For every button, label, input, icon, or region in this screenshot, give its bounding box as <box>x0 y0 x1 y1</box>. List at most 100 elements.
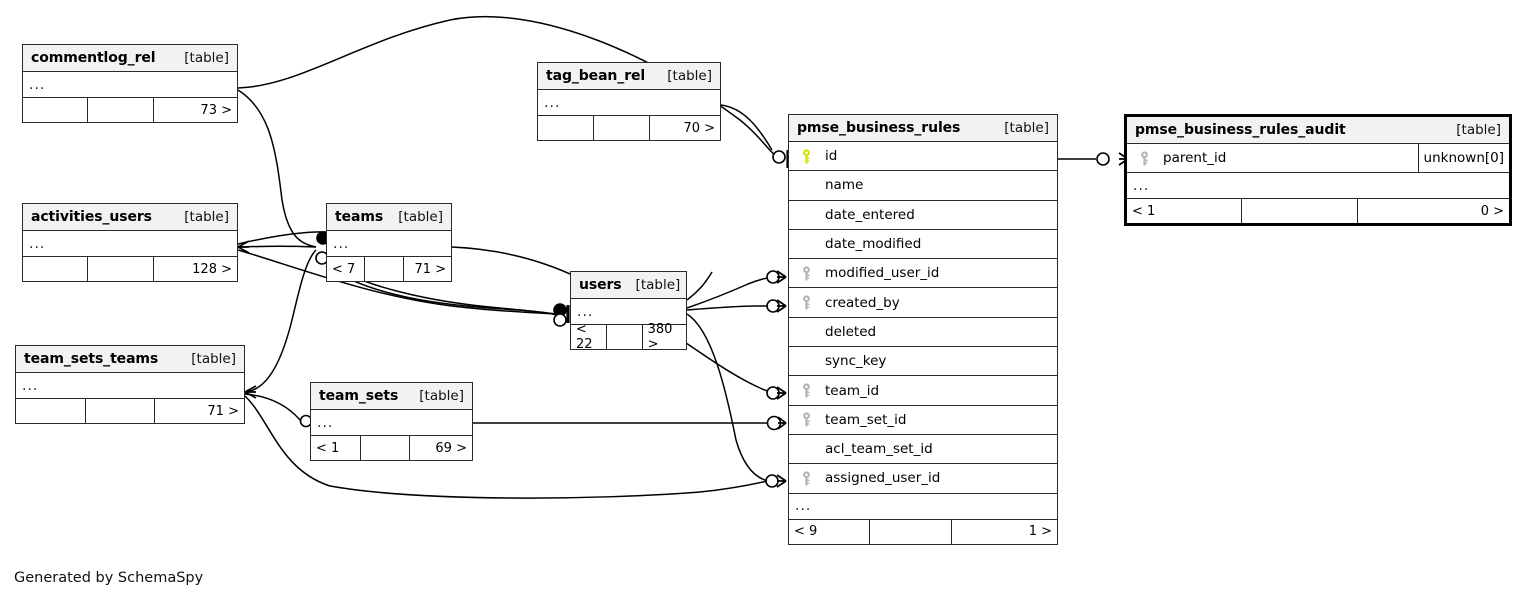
more-columns-ellipsis: ... <box>327 231 451 257</box>
footer-middle <box>365 257 404 281</box>
footer-incoming-count <box>23 98 89 122</box>
column-row-acl_team_set_id[interactable]: acl_team_set_id <box>789 435 1057 465</box>
column-row-deleted[interactable]: deleted <box>789 318 1057 348</box>
table-header-commentlog_rel: commentlog_rel [table] <box>23 45 237 72</box>
table-title: tag_bean_rel <box>546 68 646 84</box>
table-type-tag: [table] <box>184 50 229 66</box>
column-row-name[interactable]: name <box>789 171 1057 201</box>
more-columns-ellipsis: ... <box>23 72 237 98</box>
footer-middle <box>86 399 155 423</box>
column-name: team_set_id <box>825 411 907 428</box>
table-header-tag_bean_rel: tag_bean_rel [table] <box>538 63 720 90</box>
column-name: sync_key <box>825 353 887 370</box>
footer-outgoing-count: 70 > <box>683 120 716 136</box>
footer-middle <box>1242 199 1358 224</box>
footer-outgoing-count: 71 > <box>414 261 447 277</box>
table-tag_bean_rel[interactable]: tag_bean_rel [table]... 70 > <box>537 62 721 141</box>
column-name: id <box>825 148 838 165</box>
footer-incoming-count <box>538 116 594 140</box>
table-type-tag: [table] <box>184 209 229 225</box>
table-footer-commentlog_rel: 73 > <box>23 98 237 122</box>
table-header-activities_users: activities_users [table] <box>23 204 237 231</box>
column-name: name <box>825 177 864 194</box>
footer-middle <box>870 519 952 544</box>
table-title: activities_users <box>31 209 152 225</box>
table-title: commentlog_rel <box>31 50 156 66</box>
column-row-parent_id[interactable]: parent_id unknown[0] <box>1127 144 1509 174</box>
footer-incoming-count <box>23 257 89 281</box>
table-type-tag: [table] <box>635 277 681 293</box>
table-activities_users[interactable]: activities_users [table]... 128 > <box>22 203 238 282</box>
table-type-tag: [table] <box>191 351 236 367</box>
column-row-modified_user_id[interactable]: modified_user_id <box>789 259 1057 289</box>
table-type-tag: [table] <box>1456 122 1501 138</box>
column-row-created_by[interactable]: created_by <box>789 288 1057 318</box>
column-row-team_id[interactable]: team_id <box>789 376 1057 406</box>
table-header-pmse_business_rules: pmse_business_rules [table] <box>789 115 1057 142</box>
column-row-date_entered[interactable]: date_entered <box>789 201 1057 230</box>
footer-middle <box>88 257 154 281</box>
foreign-key-icon <box>789 295 823 310</box>
table-header-team_sets_teams: team_sets_teams [table] <box>16 346 244 373</box>
table-footer-pmse_business_rules: < 9 1 > <box>789 519 1057 544</box>
table-type-tag: [table] <box>419 388 464 404</box>
table-footer-teams: < 7 71 > <box>327 257 451 281</box>
table-title: teams <box>335 209 384 225</box>
column-row-sync_key[interactable]: sync_key <box>789 347 1057 377</box>
column-row-id[interactable]: id <box>789 142 1057 172</box>
column-row-assigned_user_id[interactable]: assigned_user_id <box>789 464 1057 494</box>
table-commentlog_rel[interactable]: commentlog_rel [table]...73 > <box>22 44 238 123</box>
table-title: team_sets_teams <box>24 351 159 367</box>
column-type: unknown[0] <box>1417 144 1509 173</box>
footer-incoming-count: < 7 <box>327 257 366 281</box>
footer-outgoing-count: 71 > <box>207 403 239 419</box>
table-title: users <box>579 277 622 293</box>
foreign-key-icon <box>789 383 823 398</box>
footer-outgoing-count: 128 > <box>192 261 232 277</box>
footer-incoming-count: < 9 <box>789 519 871 544</box>
column-name: created_by <box>825 294 900 311</box>
footer-outgoing-count: 380 > <box>647 322 673 352</box>
column-name: date_modified <box>825 236 922 253</box>
foreign-key-icon <box>789 266 823 281</box>
column-name: acl_team_set_id <box>825 441 933 458</box>
column-name: parent_id <box>1163 150 1227 167</box>
table-team_sets_teams[interactable]: team_sets_teams[table]...71 > <box>15 345 245 424</box>
more-columns-ellipsis: ... <box>23 231 237 257</box>
column-name: assigned_user_id <box>825 470 941 487</box>
table-title: pmse_business_rules <box>797 120 961 136</box>
column-row-team_set_id[interactable]: team_set_id <box>789 406 1057 435</box>
table-footer-activities_users: 128 > <box>23 257 237 281</box>
table-type-tag: [table] <box>667 68 712 84</box>
table-footer-team_sets: < 1 69 > <box>311 436 472 460</box>
column-row-date_modified[interactable]: date_modified <box>789 230 1057 260</box>
foreign-key-icon <box>1127 151 1161 166</box>
more-columns-ellipsis: ... <box>1127 173 1509 200</box>
table-pmse_business_rules[interactable]: pmse_business_rules [table] id name date_ent… <box>788 114 1058 545</box>
more-columns-ellipsis: ... <box>789 494 1057 520</box>
generator-credit: Generated by SchemaSpy <box>14 570 204 586</box>
primary-key-icon <box>789 149 823 164</box>
footer-middle <box>594 116 650 140</box>
footer-outgoing-count: 1 > <box>1028 524 1053 540</box>
foreign-key-icon <box>789 412 823 427</box>
table-footer-team_sets_teams: 71 > <box>16 399 244 423</box>
footer-incoming-count <box>16 399 86 423</box>
footer-incoming-count: < 1 <box>311 436 361 460</box>
table-title: pmse_business_rules_audit <box>1135 122 1346 138</box>
table-type-tag: [table] <box>1004 120 1049 136</box>
column-name: deleted <box>825 323 877 340</box>
footer-outgoing-count: 0 > <box>1480 203 1505 219</box>
footer-middle <box>607 325 643 349</box>
table-type-tag: [table] <box>398 209 443 225</box>
table-header-team_sets: team_sets[table] <box>311 383 472 410</box>
footer-incoming-count: < 22 <box>571 322 607 352</box>
table-header-teams: teams [table] <box>327 204 451 231</box>
table-header-users: users [table] <box>571 272 686 299</box>
more-columns-ellipsis: ... <box>538 90 720 116</box>
table-teams[interactable]: teams [table]...< 7 71 > <box>326 203 452 282</box>
table-pmse_business_rules_audit[interactable]: pmse_business_rules_audit [table] parent_i… <box>1124 114 1512 227</box>
footer-outgoing-count: 69 > <box>435 440 467 456</box>
